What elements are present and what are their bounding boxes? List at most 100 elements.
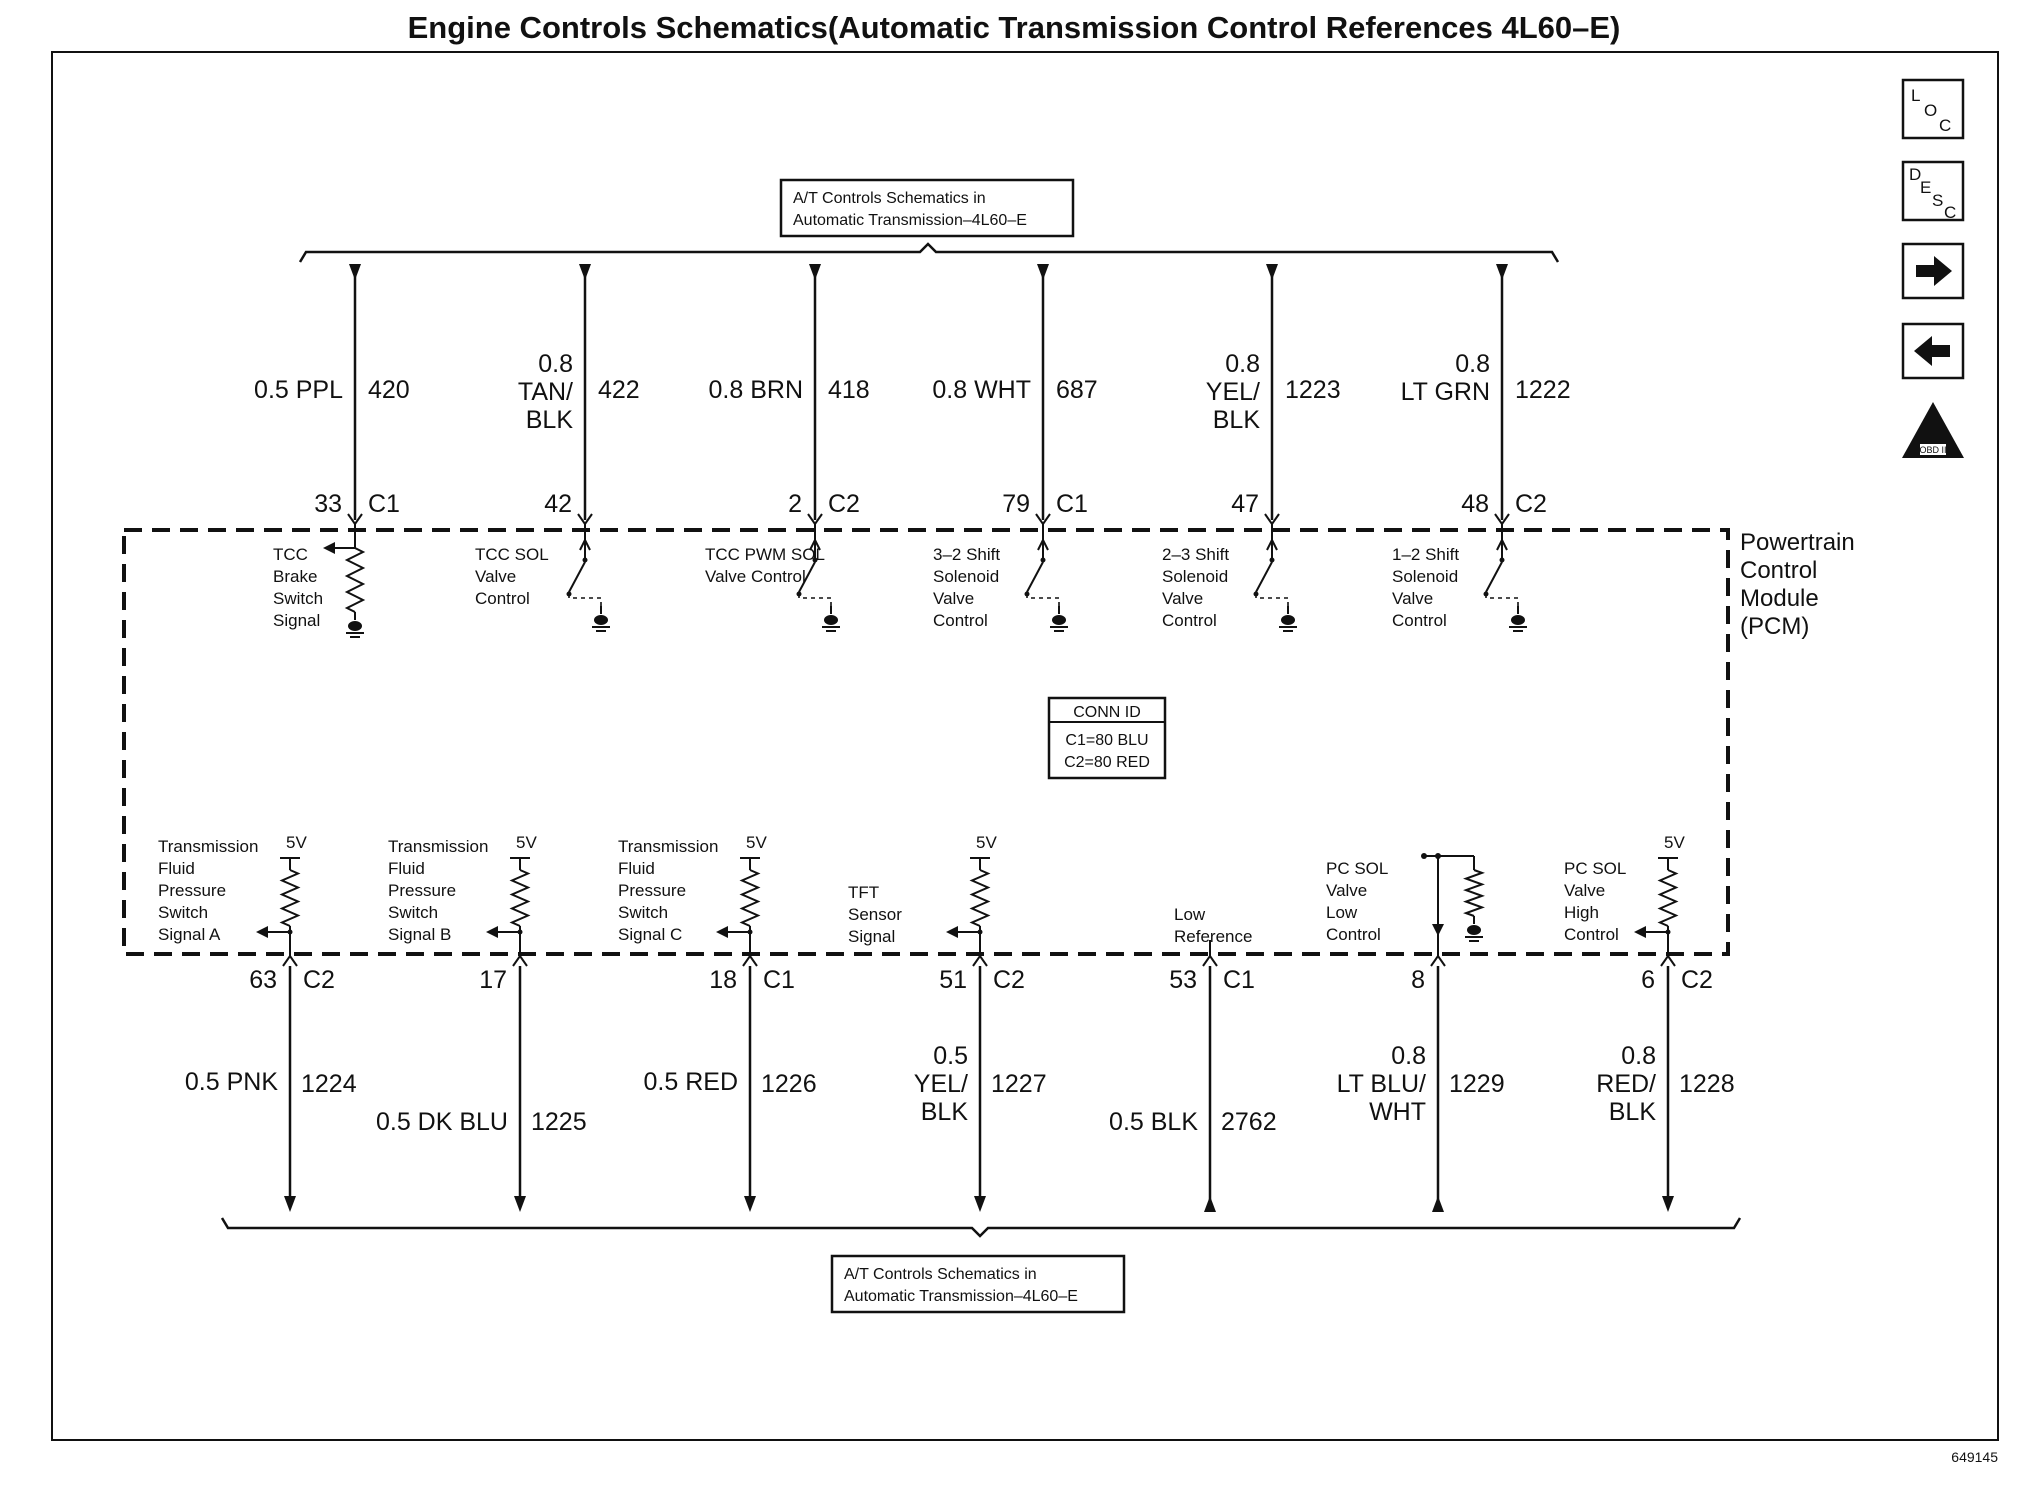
wire-color-label: 0.5 RED: [644, 1068, 738, 1096]
wire-arrow: [349, 264, 361, 280]
wire-color-label: 0.8: [1621, 1042, 1656, 1070]
component-label: Valve: [1326, 881, 1367, 900]
connector-chevron: [1660, 954, 1676, 967]
resistor: [1463, 869, 1485, 917]
component-label: Valve: [933, 589, 974, 608]
pin-number: 47: [1231, 490, 1259, 518]
wire-arrow: [974, 1196, 986, 1212]
component-label: PC SOL: [1326, 859, 1388, 878]
circuit-number: 1227: [991, 1070, 1047, 1098]
component-label: Valve: [475, 567, 516, 586]
obd-ii-icon-label: OBD II: [1919, 445, 1946, 455]
pcm-label-line3: Module: [1740, 585, 1819, 612]
ground-icon: [1465, 916, 1483, 942]
top-reference-line1: A/T Controls Schematics in: [793, 190, 986, 207]
bottom-reference-line1: A/T Controls Schematics in: [844, 1266, 1037, 1283]
prev-arrow-icon[interactable]: [1901, 322, 1965, 380]
loc-icon[interactable]: L O C: [1901, 78, 1965, 140]
component-label: Transmission: [618, 837, 718, 856]
resistor: [969, 869, 991, 927]
loc-icon-c: C: [1939, 116, 1951, 135]
next-arrow-icon[interactable]: [1901, 242, 1965, 300]
ground-icon: [1050, 606, 1068, 632]
supply-voltage-label: 5V: [516, 833, 537, 852]
loc-icon-o: O: [1924, 101, 1937, 120]
conn-id-c1: C1=80 BLU: [1065, 732, 1148, 749]
connector-id: C1: [368, 490, 400, 518]
wire-color-label: BLK: [921, 1098, 969, 1126]
conn-id-box: CONN ID C1=80 BLU C2=80 RED: [1047, 696, 1167, 780]
component-label: Solenoid: [1392, 567, 1458, 586]
component-label: Pressure: [158, 881, 226, 900]
wire-color-label: BLK: [1609, 1098, 1657, 1126]
top-reference-box[interactable]: A/T Controls Schematics in Automatic Tra…: [779, 178, 1075, 238]
connector-chevron: [972, 954, 988, 967]
pcm-label-line4: (PCM): [1740, 613, 1809, 640]
wire-color-label: 0.8: [1225, 350, 1260, 378]
connector-chevron: [512, 954, 528, 967]
wire-arrow: [1432, 1196, 1444, 1212]
wire-arrow: [744, 1196, 756, 1212]
component-symbol: [1483, 537, 1527, 632]
circuit-number: 2762: [1221, 1108, 1277, 1136]
resistor: [1657, 869, 1679, 927]
obd-ii-icon[interactable]: OBD II: [1902, 402, 1964, 458]
bottom-reference-box[interactable]: A/T Controls Schematics in Automatic Tra…: [830, 1254, 1126, 1314]
component-label: Valve: [1392, 589, 1433, 608]
pin-number: 18: [709, 966, 737, 994]
connector-chevron: [742, 954, 758, 967]
connector-id: C1: [1056, 490, 1088, 518]
connector-id: C2: [1681, 966, 1713, 994]
wire-color-label: 0.5 PPL: [254, 376, 343, 404]
wire-color-label: YEL/: [914, 1070, 968, 1098]
component-label: 2–3 Shift: [1162, 545, 1229, 564]
wire-arrow: [1204, 1196, 1216, 1212]
component-label: Switch: [158, 903, 208, 922]
pin-number: 63: [249, 966, 277, 994]
circuit-number: 418: [828, 376, 870, 404]
desc-icon[interactable]: D E S C: [1901, 160, 1965, 222]
pcm-label-line2: Control: [1740, 557, 1817, 584]
pin-number: 8: [1411, 966, 1425, 994]
component-label: High: [1564, 903, 1599, 922]
component-label: Transmission: [158, 837, 258, 856]
pcm-boundary: [122, 528, 1730, 956]
wire-color-label: BLK: [526, 406, 574, 434]
supply-voltage-label: 5V: [286, 833, 307, 852]
connector-id: C1: [1223, 966, 1255, 994]
top-bus-bracket: [298, 242, 1560, 263]
wire-color-label: BLK: [1213, 406, 1261, 434]
component-label: Fluid: [158, 859, 195, 878]
desc-icon-d: D: [1909, 165, 1921, 184]
component-label: Signal C: [618, 925, 682, 944]
wire-color-label: 0.5 BLK: [1109, 1108, 1198, 1136]
circuit-number: 1225: [531, 1108, 587, 1136]
connector-id: C2: [303, 966, 335, 994]
resistor: [279, 869, 301, 927]
circuit-number: 687: [1056, 376, 1098, 404]
component-label: Control: [1392, 611, 1447, 630]
component-label: Valve Control: [705, 567, 806, 586]
component-symbol: 5V: [716, 833, 767, 940]
component-label: Fluid: [618, 859, 655, 878]
wire-color-label: LT GRN: [1401, 378, 1490, 406]
component-label: Pressure: [618, 881, 686, 900]
component-label: Switch: [388, 903, 438, 922]
wire-arrow: [809, 264, 821, 280]
circuit-number: 1222: [1515, 376, 1571, 404]
component-symbol: [323, 540, 366, 638]
resistor: [739, 869, 761, 927]
wire-color-label: YEL/: [1206, 378, 1260, 406]
pin-number: 6: [1641, 966, 1655, 994]
circuit-number: 1229: [1449, 1070, 1505, 1098]
component-label: Solenoid: [1162, 567, 1228, 586]
pcm-label: Powertrain Control Module (PCM): [1740, 529, 1855, 640]
figure-number: 649145: [1951, 1449, 1998, 1465]
connector-chevron: [1430, 954, 1446, 967]
ground-icon: [592, 606, 610, 632]
